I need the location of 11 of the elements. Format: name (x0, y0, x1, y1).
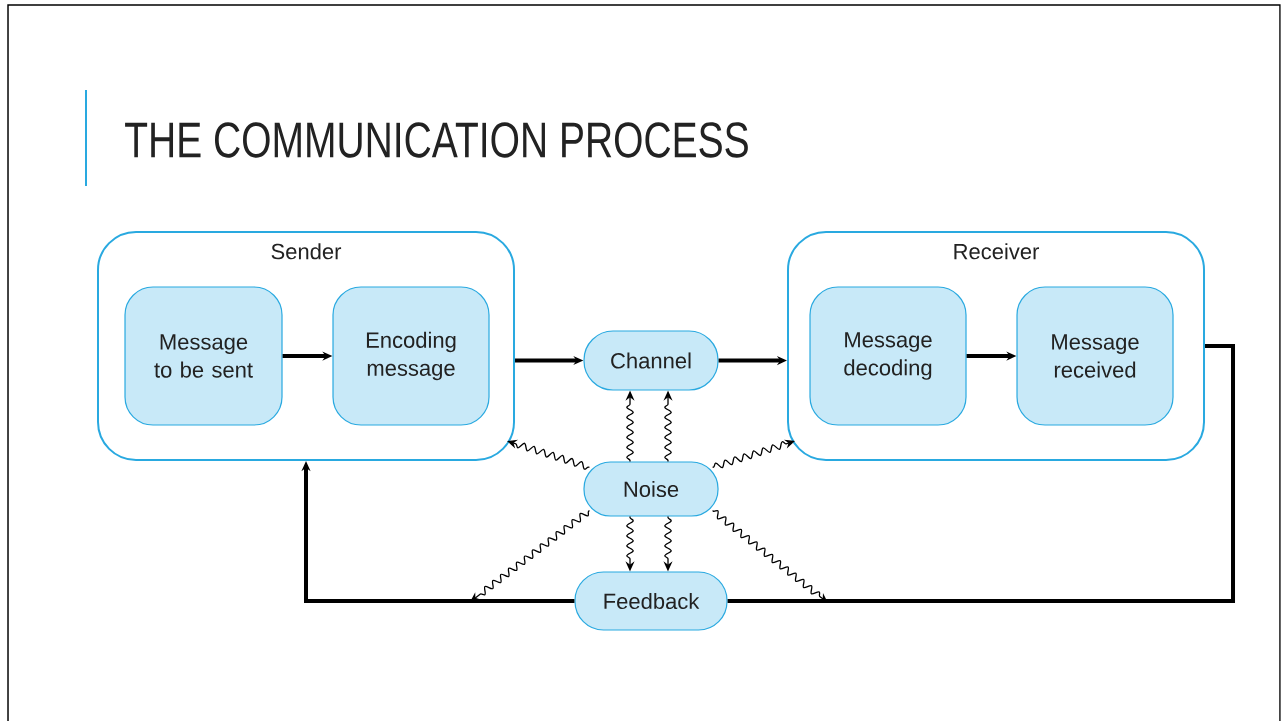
connector-line (727, 344, 1235, 603)
slide-title: THE COMMUNICATION PROCESS (125, 122, 748, 158)
rounded-box: Channel (583, 330, 719, 391)
rounded-box: Feedback (574, 571, 728, 631)
process-box: Message received (1016, 286, 1174, 426)
wavy-arrow (470, 509, 591, 602)
process-box: Message to be sent (124, 286, 283, 426)
process-box: Encoding message (332, 286, 490, 426)
rounded-box: Noise (583, 461, 719, 517)
process-box: Message decoding (809, 286, 967, 426)
wavy-arrow (711, 439, 795, 469)
